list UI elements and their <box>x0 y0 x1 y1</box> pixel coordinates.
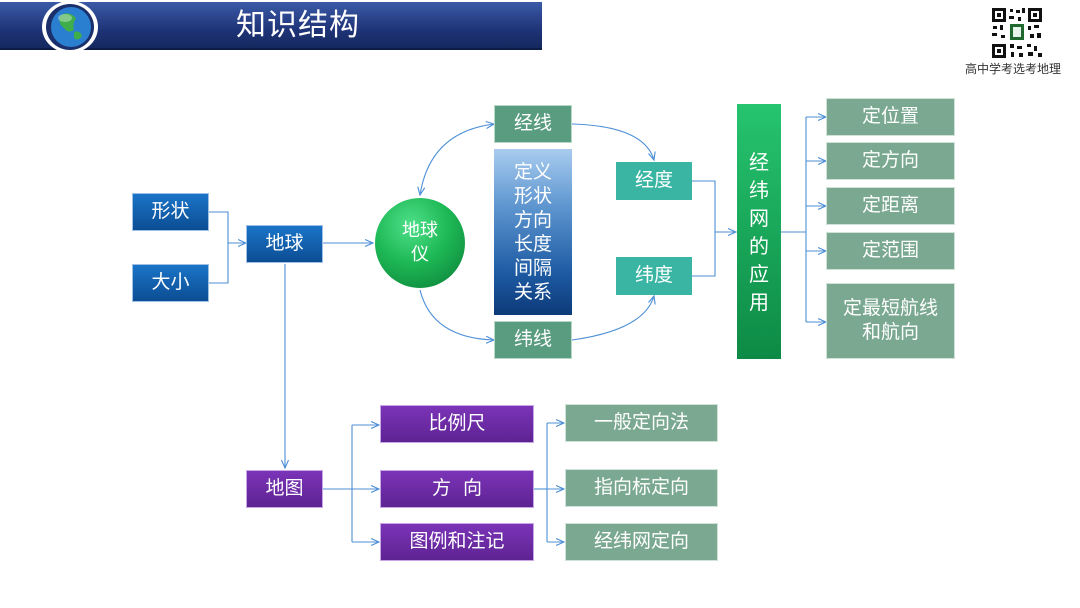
grid-application-char: 纬 <box>749 177 769 202</box>
node-legend: 图例和注记 <box>380 523 534 561</box>
node-globe-line-2: 仪 <box>411 244 429 265</box>
node-meridian: 经线 <box>494 105 572 143</box>
node-shape: 形状 <box>132 193 209 231</box>
method-grid: 经纬网定向 <box>565 523 718 561</box>
node-attributes: 定义 形状 方向 长度 间隔 关系 <box>494 149 572 315</box>
attribute-item: 间隔 <box>513 257 552 279</box>
grid-application-char: 网 <box>749 205 769 230</box>
grid-application-char: 的 <box>749 233 769 258</box>
node-grid-application: 经 纬 网 的 应 用 <box>737 104 781 359</box>
qr-code-icon <box>990 6 1044 60</box>
app-shortest-route-line-2: 和航向 <box>861 321 919 343</box>
attribute-item: 定义 <box>513 161 552 183</box>
node-map: 地图 <box>246 470 323 508</box>
node-direction: 方 向 <box>380 470 534 508</box>
app-shortest-route: 定最短航线 和航向 <box>826 283 955 359</box>
app-shortest-route-line-1: 定最短航线 <box>842 297 938 320</box>
node-earth: 地球 <box>246 225 323 263</box>
attribute-item: 长度 <box>513 233 552 255</box>
node-latitude: 纬度 <box>616 257 692 295</box>
method-general: 一般定向法 <box>565 404 718 442</box>
globe-logo-icon <box>38 0 102 54</box>
page-title: 知识结构 <box>236 8 360 43</box>
app-range: 定范围 <box>826 232 955 270</box>
method-compass: 指向标定向 <box>565 469 718 507</box>
grid-application-char: 应 <box>749 261 769 286</box>
app-locate: 定位置 <box>826 98 955 136</box>
brand-text: 高中学考选考地理 <box>964 62 1061 76</box>
grid-application-char: 经 <box>749 149 769 174</box>
attribute-item: 形状 <box>513 185 552 207</box>
node-scale: 比例尺 <box>380 405 534 443</box>
attribute-item: 关系 <box>513 281 552 303</box>
grid-application-char: 用 <box>749 289 769 314</box>
attribute-item: 方向 <box>513 209 552 231</box>
node-size: 大小 <box>132 264 209 302</box>
node-globe-line-1: 地球 <box>402 220 438 241</box>
node-parallel: 纬线 <box>494 321 572 359</box>
node-longitude: 经度 <box>616 162 692 200</box>
app-direction: 定方向 <box>826 142 955 180</box>
node-globe: 地球 仪 <box>375 198 465 288</box>
app-distance: 定距离 <box>826 187 955 225</box>
